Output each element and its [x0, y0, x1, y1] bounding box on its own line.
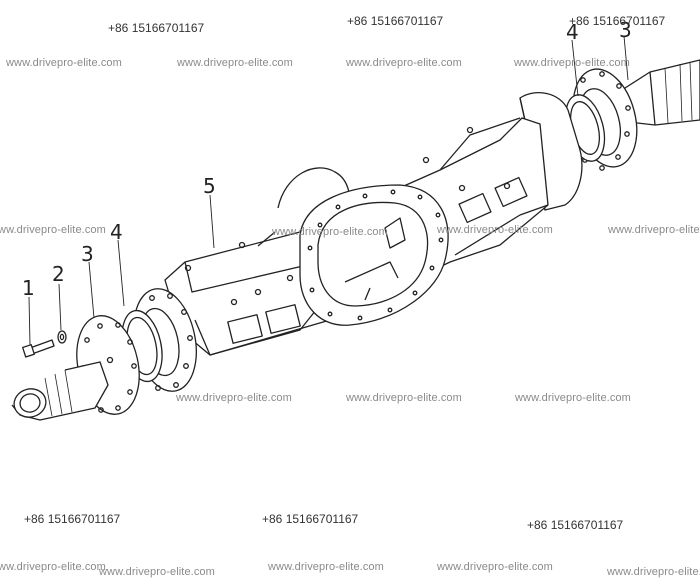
differential-banjo	[277, 167, 449, 326]
callout-right-flange: 3	[619, 18, 632, 42]
leader-lines	[28, 35, 629, 346]
callout-housing: 5	[203, 174, 216, 198]
callout-left-gasket: 4	[110, 220, 123, 244]
bolt	[22, 339, 55, 358]
callout-bolt: 1	[22, 276, 35, 300]
washer	[57, 330, 67, 344]
right-axle-shaft	[624, 59, 700, 126]
callout-right-gasket: 4	[566, 20, 579, 44]
left-axle-shaft	[11, 361, 109, 421]
callout-washer: 2	[52, 262, 65, 286]
callout-left-flange: 3	[81, 242, 94, 266]
